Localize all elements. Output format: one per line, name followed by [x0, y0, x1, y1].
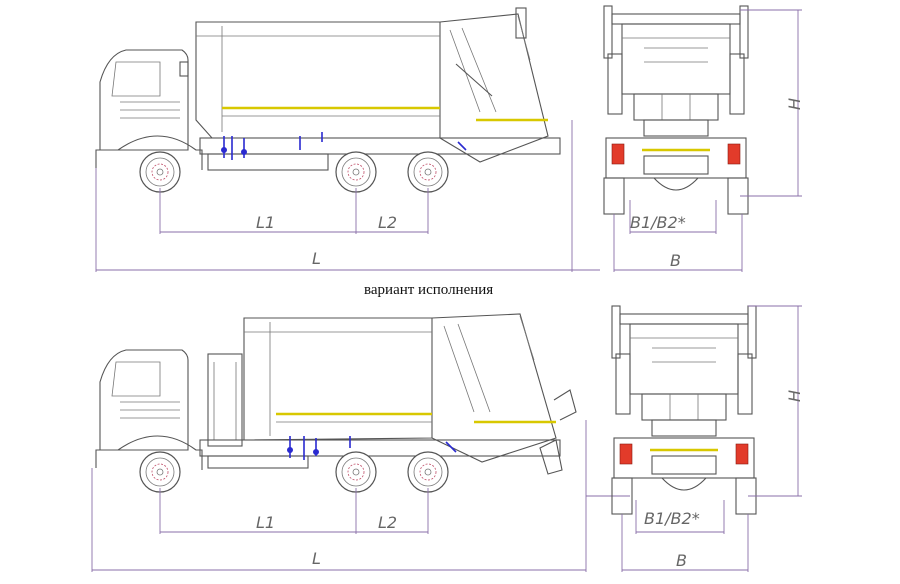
top-dimensions: L1 L2 L [95, 120, 600, 272]
dim-l-top: L [312, 249, 321, 268]
dim-l-bottom: L [312, 549, 321, 568]
dim-b1b2-bottom: B1/B2* [644, 509, 700, 528]
dim-l2-bottom: L2 [378, 513, 397, 532]
dim-l1-top: L1 [256, 213, 275, 232]
hydraulic-lines-variant [287, 436, 457, 460]
dim-b1b2-top: B1/B2* [630, 213, 686, 232]
dim-l1-bottom: L1 [256, 513, 275, 532]
variant-caption: вариант исполнения [364, 282, 493, 298]
top-side-view [95, 7, 561, 193]
top-rear-view: B1/B2* B H [602, 4, 804, 272]
dim-h-bottom: H [785, 390, 804, 402]
bottom-rear-view: B1/B2* B H [610, 304, 804, 572]
dim-b-top: B [670, 251, 681, 270]
bottom-dimensions: L1 L2 L [91, 420, 630, 572]
dim-b-bottom: B [676, 551, 687, 570]
dim-l2-top: L2 [378, 213, 397, 232]
hydraulic-lines [221, 132, 467, 160]
dim-h-top: H [785, 98, 804, 110]
bottom-side-view [95, 313, 577, 493]
